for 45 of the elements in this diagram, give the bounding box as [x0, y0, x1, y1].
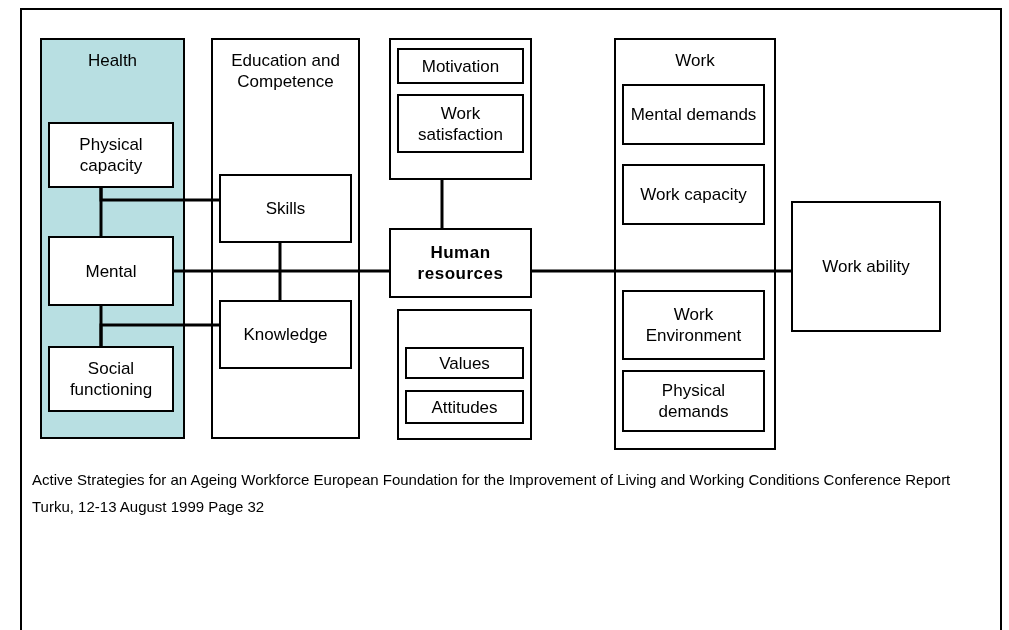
factor-box — [622, 370, 765, 432]
panel-heading: Health — [86, 50, 139, 71]
factor-box — [397, 48, 524, 84]
group-box — [389, 38, 532, 180]
connector-line — [532, 269, 791, 273]
factor-box — [219, 174, 352, 243]
node-label: Physical capacity — [78, 134, 144, 176]
node-label: Human resources — [416, 242, 505, 284]
outcome-box — [791, 201, 941, 332]
factor-box — [622, 290, 765, 360]
node-label: Work Environment — [644, 304, 743, 346]
group-box — [397, 309, 532, 440]
node-label: Knowledge — [242, 324, 329, 345]
connector-line — [99, 188, 219, 202]
factor-box — [405, 347, 524, 379]
category-panel — [211, 38, 360, 439]
central-box — [389, 228, 532, 298]
connector-line — [99, 323, 219, 346]
factor-box — [622, 84, 765, 145]
node-label: Work ability — [821, 256, 911, 277]
category-panel — [40, 38, 185, 439]
node-label: Values — [438, 352, 491, 374]
factor-box — [397, 94, 524, 153]
node-label: Mental — [84, 260, 138, 282]
caption: Active Strategies for an Ageing Workforce European Foundation for the Improvement of Living and Working Conditions Conference Report Turku, 12-13 August 1999 Page 32 — [32, 470, 952, 517]
node-label: Skills — [264, 198, 307, 219]
node-label: Physical demands — [657, 380, 730, 422]
factor-box — [405, 390, 524, 424]
factor-box — [48, 236, 174, 306]
connector-line — [174, 269, 389, 273]
factor-box — [622, 164, 765, 225]
node-label: Work satisfaction — [416, 102, 504, 145]
node-label: Attitudes — [430, 396, 499, 418]
connector-line — [440, 180, 444, 228]
node-label: Mental demands — [629, 104, 758, 125]
category-panel — [614, 38, 776, 450]
factor-box — [219, 300, 352, 369]
factor-box — [48, 122, 174, 188]
factor-box — [48, 346, 174, 412]
node-label: Work capacity — [639, 184, 748, 205]
panel-heading: Work — [674, 50, 716, 71]
node-label: Motivation — [420, 55, 501, 77]
node-label: Social functioning — [68, 358, 154, 400]
panel-heading: Education and Competence — [230, 50, 341, 92]
connector-line — [278, 243, 282, 300]
